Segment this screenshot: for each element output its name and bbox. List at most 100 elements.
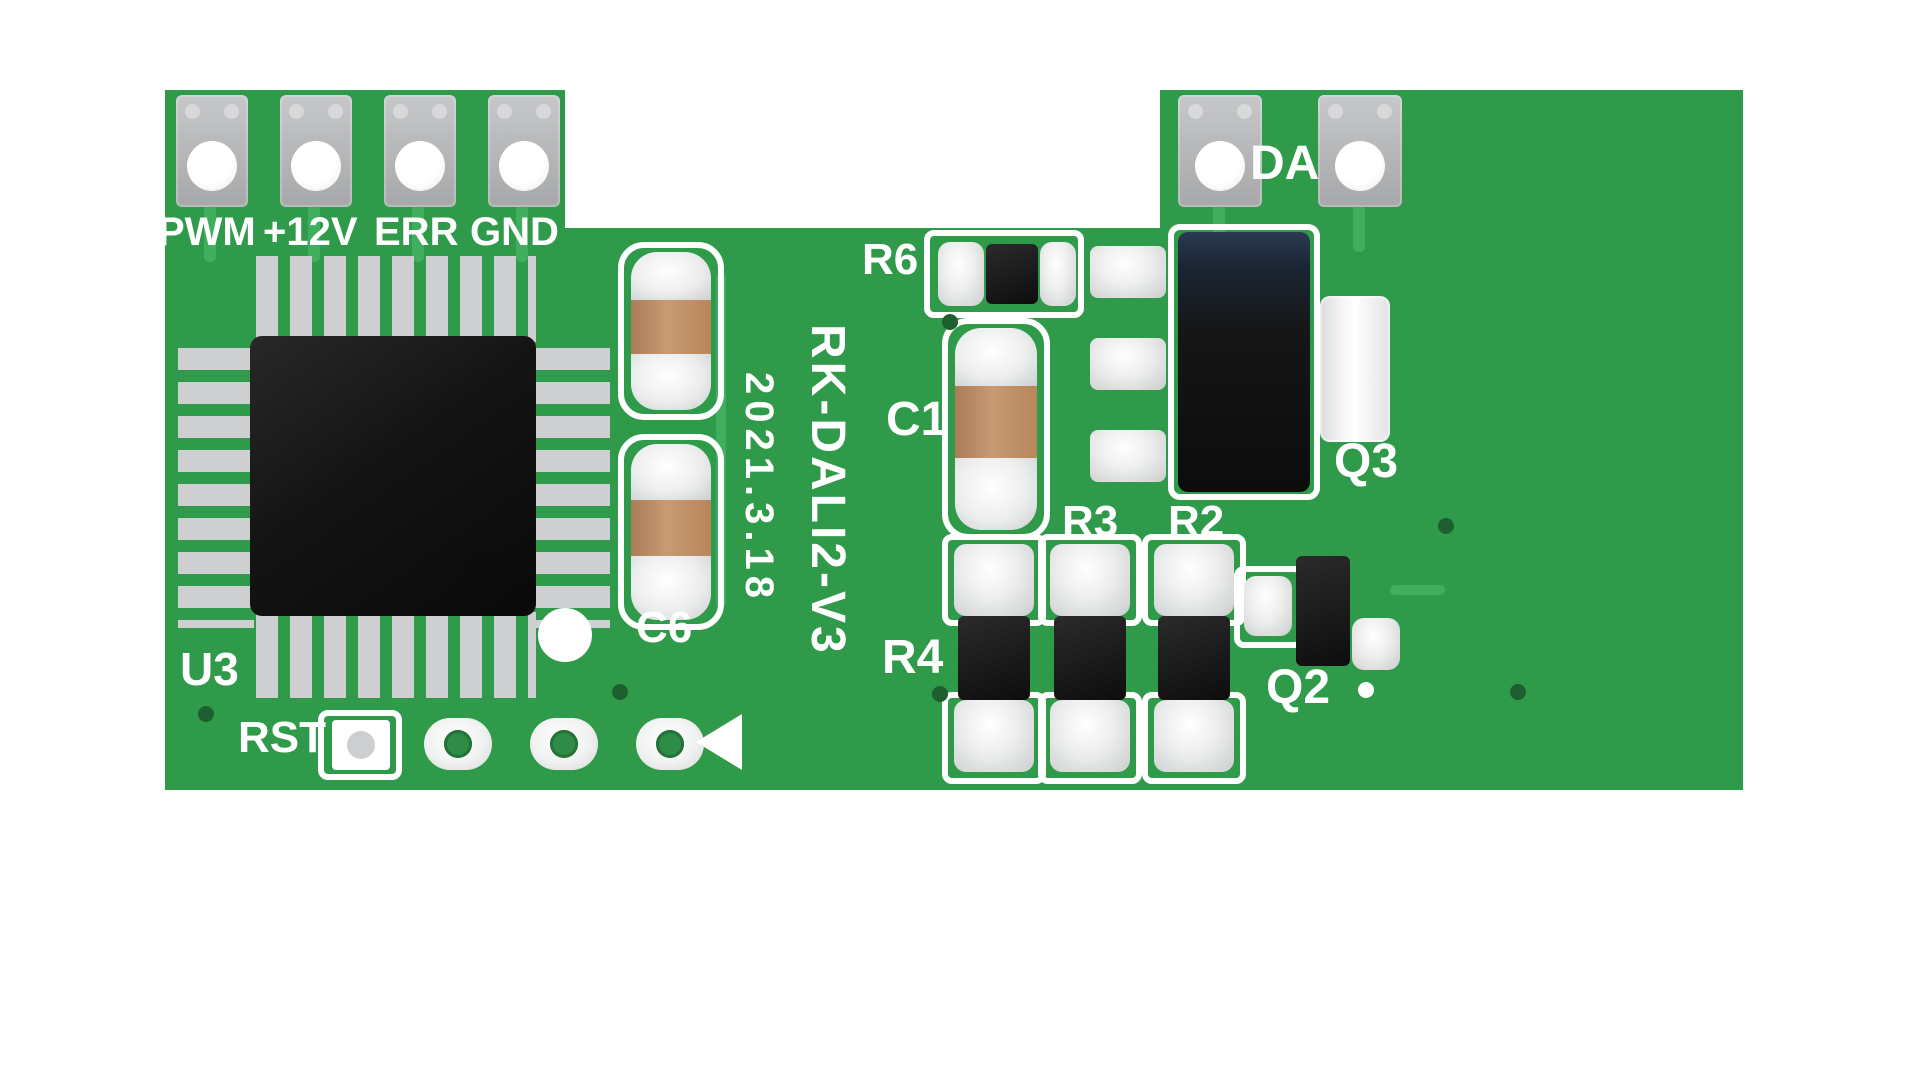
resistor-r3-pad-top	[1050, 544, 1130, 616]
silkscreen-outline-q3	[1168, 224, 1320, 500]
via	[942, 314, 958, 330]
capacitor-end	[631, 444, 711, 500]
pad-hole	[497, 104, 512, 119]
pad-hole	[347, 731, 375, 759]
label-q2: Q2	[1266, 661, 1331, 714]
pad-hole	[1328, 104, 1343, 119]
label-r6: R6	[862, 235, 919, 284]
copper-trace	[716, 272, 726, 607]
resistor-r4-body	[958, 616, 1030, 700]
capacitor-end	[631, 556, 711, 620]
copper-trace	[1390, 585, 1445, 595]
solder-pad	[1090, 338, 1166, 390]
ic-leads-left	[178, 348, 254, 628]
capacitor-end	[955, 458, 1037, 530]
label-r4: R4	[882, 631, 944, 684]
silkscreen-outline-c6-bottom	[618, 434, 724, 630]
pad-hole	[328, 104, 343, 119]
via	[612, 684, 628, 700]
resistor-r3-body	[1054, 616, 1126, 700]
pad-hole	[1195, 141, 1245, 191]
capacitor-end	[631, 252, 711, 300]
copper-trace	[204, 200, 216, 262]
ic-leads-right	[532, 348, 610, 628]
transistor-q2-pad-right	[1352, 618, 1400, 670]
label-err: ERR	[374, 210, 459, 254]
ic-leads-bottom	[256, 612, 536, 698]
pad-hole	[656, 730, 684, 758]
pad-hole	[1377, 104, 1392, 119]
silkscreen-date: 2021.3.18	[737, 372, 781, 604]
label-gnd: GND	[470, 210, 559, 254]
resistor-r2-pad-bottom	[1154, 700, 1234, 772]
resistor-r6-pad-left	[938, 242, 984, 306]
solder-pad	[1090, 246, 1166, 298]
solder-pad	[1090, 430, 1166, 482]
resistor-r6-pad-right	[1040, 242, 1076, 306]
via	[1510, 684, 1526, 700]
label-12v: +12V	[263, 210, 358, 254]
connector-pad-12v	[280, 95, 352, 207]
connector-pad-da-minus	[1318, 95, 1402, 207]
capacitor-band	[631, 500, 711, 556]
through-hole-pad	[424, 718, 492, 770]
pad-hole	[289, 104, 304, 119]
capacitor-band	[631, 300, 711, 354]
silkscreen-outline-rst	[318, 710, 402, 780]
via	[1438, 518, 1454, 534]
label-rst: RST	[238, 713, 326, 762]
capacitor-c6-bottom	[631, 444, 711, 620]
connector-pad-da-plus	[1178, 95, 1262, 207]
capacitor-c6-top	[631, 252, 711, 410]
through-hole-pad	[530, 718, 598, 770]
pad-hole	[1237, 104, 1252, 119]
label-q3: Q3	[1334, 435, 1399, 488]
silkscreen-dot	[1358, 682, 1374, 698]
via	[932, 686, 948, 702]
resistor-r4-pad-top	[954, 544, 1034, 616]
capacitor-end	[631, 354, 711, 410]
copper-trace	[1353, 200, 1365, 252]
pad-hole	[550, 730, 578, 758]
rst-pad-square	[332, 720, 390, 770]
capacitor-c1	[955, 328, 1037, 530]
pad-hole	[393, 104, 408, 119]
connector-pad-gnd	[488, 95, 560, 207]
silkscreen-outline-r6	[924, 230, 1084, 318]
capacitor-band	[955, 386, 1037, 458]
resistor-r2-pad-top	[1154, 544, 1234, 616]
copper-trace	[412, 200, 424, 262]
resistor-r3-pad-bottom	[1050, 700, 1130, 772]
pad-hole	[185, 104, 200, 119]
label-da: DA	[1250, 137, 1320, 190]
connector-pad-pwm	[176, 95, 248, 207]
copper-trace	[516, 200, 528, 262]
pad-hole	[536, 104, 551, 119]
through-hole-pad	[636, 718, 704, 770]
transistor-q3-body	[1178, 232, 1310, 492]
silkscreen-model: RK-DALI2-V3	[801, 324, 854, 656]
label-c6: C6	[636, 603, 693, 652]
pad-hole	[1335, 141, 1385, 191]
transistor-q2-pad-left	[1244, 576, 1292, 636]
resistor-r4-pad-bottom	[954, 700, 1034, 772]
pad-hole	[499, 141, 549, 191]
silkscreen-outline-c6-top	[618, 242, 724, 420]
ic-pin1-dot	[466, 552, 504, 590]
pad-hole	[1188, 104, 1203, 119]
pad-hole	[224, 104, 239, 119]
pad-hole	[187, 141, 237, 191]
pad-hole	[395, 141, 445, 191]
label-pwm: PWM	[158, 210, 256, 254]
mounting-hole	[538, 608, 592, 662]
component-silver	[1320, 296, 1390, 442]
copper-trace	[308, 200, 320, 262]
connector-pad-err	[384, 95, 456, 207]
transistor-q2-body	[1296, 556, 1350, 666]
pad-hole	[432, 104, 447, 119]
label-c1: C1	[886, 393, 948, 446]
pad-hole	[444, 730, 472, 758]
pad-hole	[291, 141, 341, 191]
silkscreen-triangle-marker	[696, 714, 742, 770]
